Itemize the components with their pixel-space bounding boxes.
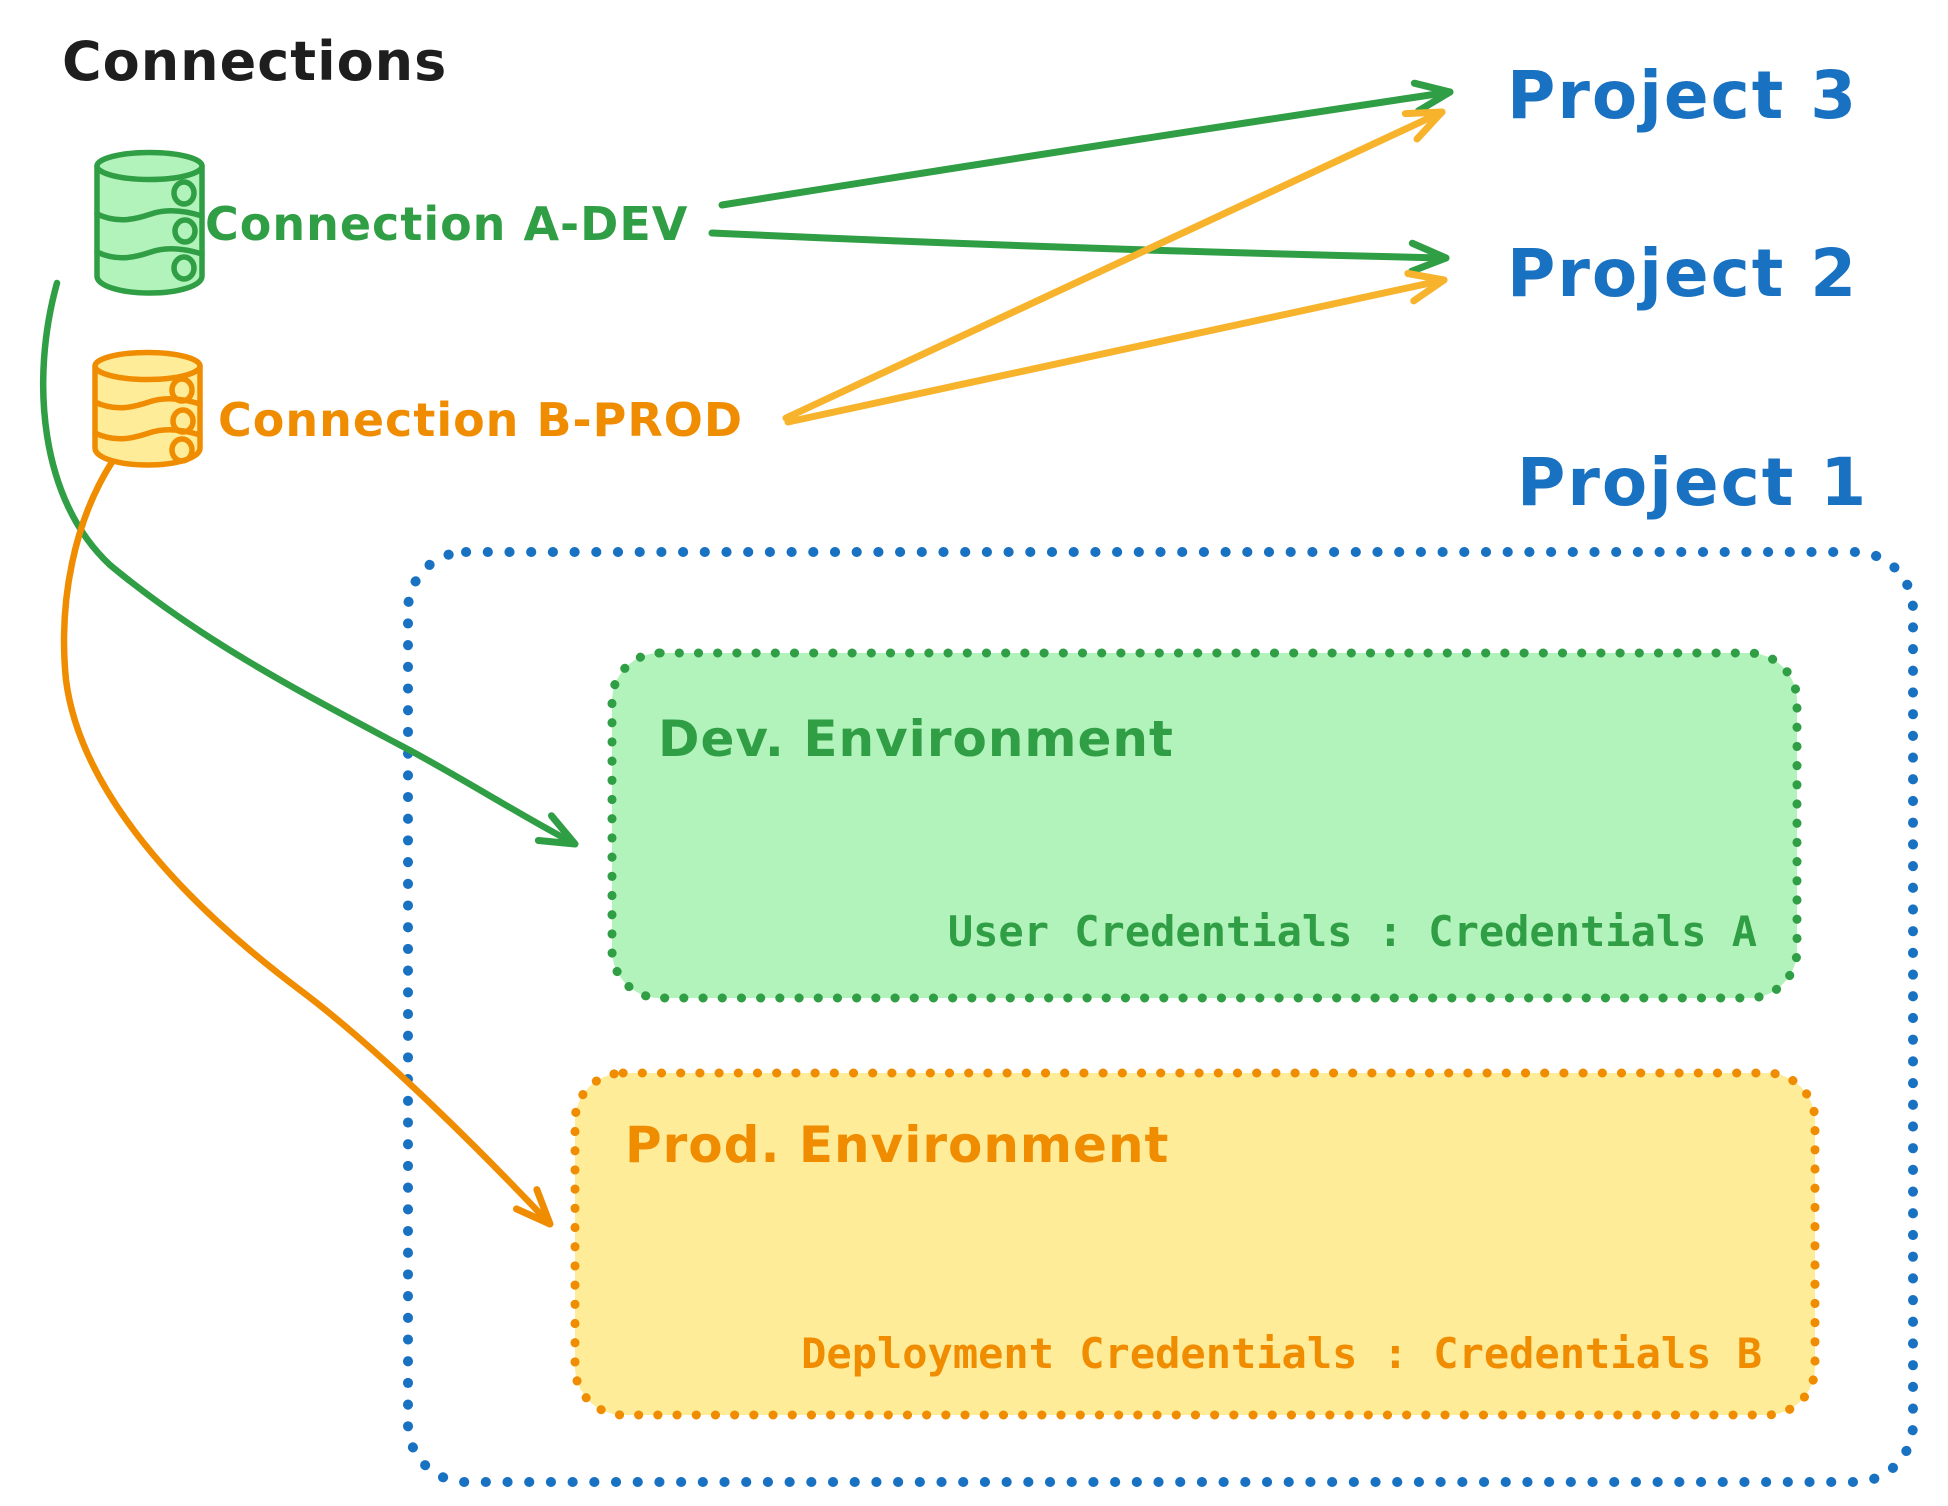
project-1-label: Project 1 <box>1517 444 1868 521</box>
database-icon-b-prod <box>92 349 203 468</box>
diagram-title: Connections <box>62 30 447 93</box>
prod-environment-box <box>570 1068 1820 1420</box>
prod-environment-credentials: Deployment Credentials : Credentials B <box>801 1329 1762 1378</box>
dev-environment-label: Dev. Environment <box>658 710 1174 768</box>
dev-environment-box <box>607 648 1802 1003</box>
arrow-b-prod-to-project-2 <box>784 269 1448 426</box>
project-3-label: Project 3 <box>1507 57 1858 134</box>
arrow-a-dev-to-project-2 <box>708 229 1450 275</box>
database-icon-a-dev <box>94 149 205 296</box>
arrow-a-dev-to-project-3 <box>718 79 1454 209</box>
arrow-b-prod-to-project-3 <box>782 108 1446 422</box>
connection-a-dev-label: Connection A-DEV <box>205 197 688 251</box>
prod-environment-label: Prod. Environment <box>625 1116 1169 1174</box>
dev-environment-credentials: User Credentials : Credentials A <box>948 907 1757 956</box>
project-2-label: Project 2 <box>1507 235 1858 312</box>
connection-b-prod-label: Connection B-PROD <box>218 393 743 447</box>
project-1-container <box>403 547 1918 1487</box>
arrow-b-prod-to-prod-environment <box>60 458 554 1228</box>
arrow-a-dev-to-dev-environment <box>39 279 579 848</box>
